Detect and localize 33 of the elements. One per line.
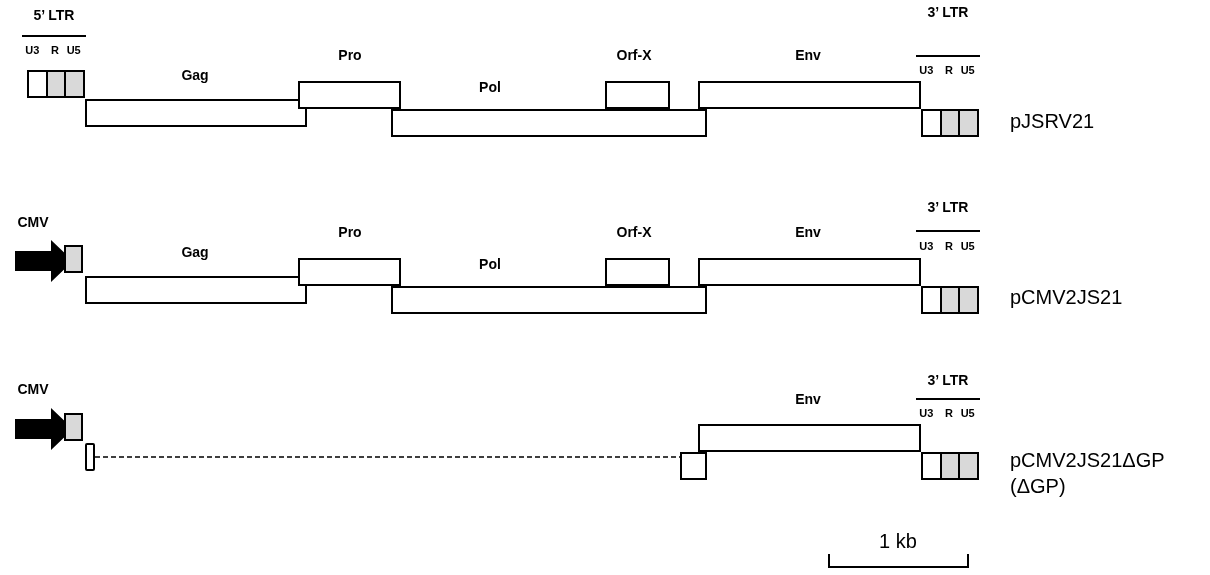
region-label: U3	[919, 407, 934, 419]
region-label: U5	[960, 407, 975, 419]
region-label: U5	[960, 64, 975, 76]
ltr-label: 3’ LTR	[927, 5, 969, 19]
gene-label: Pol	[479, 80, 501, 94]
gene-label: Pol	[479, 257, 501, 271]
region-label: U3	[919, 64, 934, 76]
ltr-label: 3’ LTR	[927, 200, 969, 214]
ltr-label: 5’ LTR	[33, 8, 75, 22]
region-label: R	[945, 64, 953, 76]
scale-label: 1 kb	[879, 529, 917, 554]
gene-label: Pro	[338, 48, 362, 62]
region-label: U3	[919, 240, 934, 252]
gene-label: Orf-X	[616, 48, 652, 62]
gene-label: Env	[795, 225, 821, 239]
ltr-label: 3’ LTR	[927, 373, 969, 387]
gene-label: Env	[795, 48, 821, 62]
construct-name: pCMV2JS21ΔGP (ΔGP)	[1010, 448, 1165, 499]
promoter-label: CMV	[17, 215, 49, 229]
construct-name: pCMV2JS21	[1010, 285, 1123, 310]
region-label: R	[945, 407, 953, 419]
region-label: R	[945, 240, 953, 252]
gene-label: Gag	[181, 245, 209, 259]
promoter-label: CMV	[17, 382, 49, 396]
construct-name: pJSRV21	[1010, 109, 1095, 134]
gene-label: Gag	[181, 68, 209, 82]
region-label: U5	[960, 240, 975, 252]
region-label: U5	[66, 44, 81, 56]
region-label: R	[51, 44, 59, 56]
gene-label: Pro	[338, 225, 362, 239]
region-label: U3	[25, 44, 40, 56]
gene-label: Env	[795, 392, 821, 406]
gene-label: Orf-X	[616, 225, 652, 239]
